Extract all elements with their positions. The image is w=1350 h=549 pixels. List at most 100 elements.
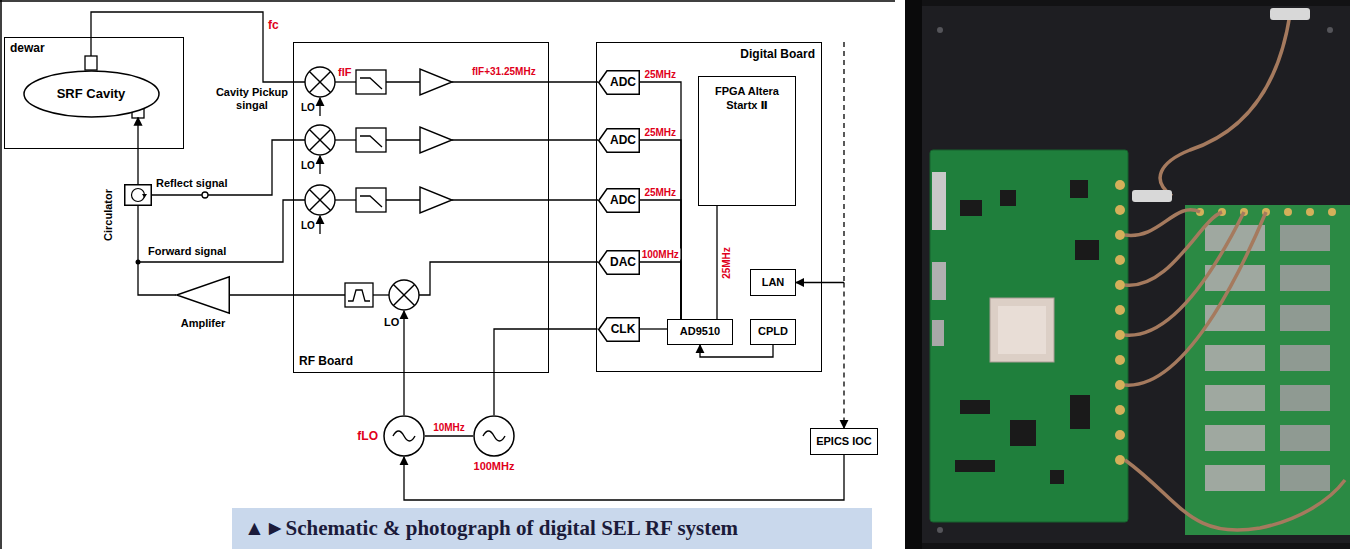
connector-line — [796, 282, 844, 283]
board-photograph — [1328, 208, 1336, 216]
ellipse-shape — [24, 71, 159, 117]
board-photograph — [932, 320, 944, 346]
filter-symbol — [345, 283, 373, 307]
board-photograph — [1115, 330, 1125, 340]
circle-shape — [384, 416, 424, 456]
signal-wire — [419, 262, 598, 295]
signal-wire — [373, 294, 389, 295]
junction-dot — [202, 192, 208, 198]
board-photograph — [1010, 420, 1036, 446]
signal-wire — [843, 42, 844, 283]
amplifier-symbol — [420, 127, 452, 153]
mixer-symbol — [309, 129, 330, 150]
signal-wire — [386, 139, 420, 140]
board-photograph — [960, 400, 990, 414]
node-label: dewar — [10, 41, 45, 55]
board-photograph — [1280, 345, 1330, 371]
signal-wire — [319, 156, 320, 174]
frequency-label: 25MHz — [643, 187, 677, 198]
signal-label: Reflect signal — [156, 177, 228, 190]
amplifier-symbol — [420, 69, 452, 95]
mixer-symbol — [305, 67, 335, 97]
ioc-box: EPICS IOC — [810, 428, 878, 455]
board-photograph — [1185, 205, 1350, 535]
node-label: SRF Cavity — [57, 86, 126, 102]
signal-wire — [386, 81, 420, 82]
signal-wire — [452, 139, 598, 140]
frequency-label: 100MHz — [641, 249, 680, 260]
frequency-label: fIF — [338, 66, 351, 79]
board-photograph — [1205, 345, 1265, 371]
connector — [717, 206, 718, 319]
cpld-box: CPLD — [750, 319, 796, 345]
signal-wire — [319, 98, 320, 116]
reference-oscillator-outline — [473, 415, 515, 457]
fpga-box: FPGA Altera Startx Ⅱ — [698, 76, 796, 206]
filter-symbol — [348, 290, 370, 301]
panel-frame — [0, 0, 895, 549]
board-photograph — [1280, 425, 1330, 451]
board-photograph — [1115, 230, 1125, 240]
signal-label: LO — [301, 102, 315, 114]
signal-wire — [319, 216, 320, 234]
board-photograph — [1284, 208, 1292, 216]
connector — [640, 329, 668, 330]
node-label: ADC — [610, 193, 636, 207]
mixer-symbol — [393, 284, 414, 305]
node-label: ADC — [610, 75, 636, 89]
lan-box: LAN — [750, 269, 796, 296]
connector — [404, 455, 844, 500]
node-label: EPICS IOC — [816, 435, 872, 448]
board-photograph — [1075, 240, 1099, 260]
board-photograph — [1115, 405, 1125, 415]
panel-frame — [0, 0, 2, 549]
frequency-label: fc — [268, 18, 279, 32]
board-photograph — [1115, 255, 1125, 265]
node-label: ADC — [610, 133, 636, 147]
cavity-ellipse: SRF Cavity — [23, 70, 160, 118]
board-photograph — [1280, 265, 1330, 291]
mixer-symbol — [389, 280, 419, 310]
digital-board: Digital BoardADCADCADCDACCLKFPGA Altera … — [596, 42, 822, 372]
board-photograph — [1205, 305, 1265, 331]
board-photograph — [922, 6, 1350, 543]
amplifier-symbol — [420, 69, 452, 213]
connector — [640, 200, 682, 319]
connector-line — [640, 328, 668, 329]
connector-line — [716, 206, 717, 319]
reference-oscillator: 100MHz — [473, 415, 515, 457]
board-photograph — [1205, 385, 1265, 411]
signal-label: LO — [301, 220, 315, 232]
signal-label: LO — [384, 316, 399, 329]
connector-line — [640, 140, 682, 319]
connector — [494, 329, 598, 415]
rf-board: RF Board — [293, 42, 549, 373]
polygon-shape — [177, 277, 230, 314]
node-label: Amplifer — [181, 317, 226, 330]
polygon-shape — [598, 317, 639, 341]
lo-oscillator-outline — [383, 415, 425, 457]
board-photograph — [1050, 470, 1064, 484]
mixer-symbol — [309, 189, 330, 210]
signal-wire — [452, 81, 598, 82]
board-photograph — [1115, 355, 1125, 365]
node-label: CLK — [611, 322, 636, 336]
amplifier-triangle: Amplifer — [176, 276, 230, 314]
board-photograph — [1125, 210, 1200, 236]
board-photograph — [937, 527, 943, 533]
board-photograph — [932, 262, 946, 300]
board-photograph — [937, 27, 943, 33]
board-photograph — [1125, 14, 1345, 530]
adc-port: ADC — [598, 70, 640, 95]
node-label: RF Board — [299, 354, 353, 368]
connector — [700, 345, 773, 357]
board-photograph — [1270, 8, 1310, 20]
connector — [640, 82, 682, 319]
connector — [640, 262, 682, 319]
board-photograph — [1306, 208, 1314, 216]
mixer-symbol — [305, 67, 419, 310]
filter-symbol — [360, 196, 382, 207]
board-photograph — [955, 460, 995, 472]
